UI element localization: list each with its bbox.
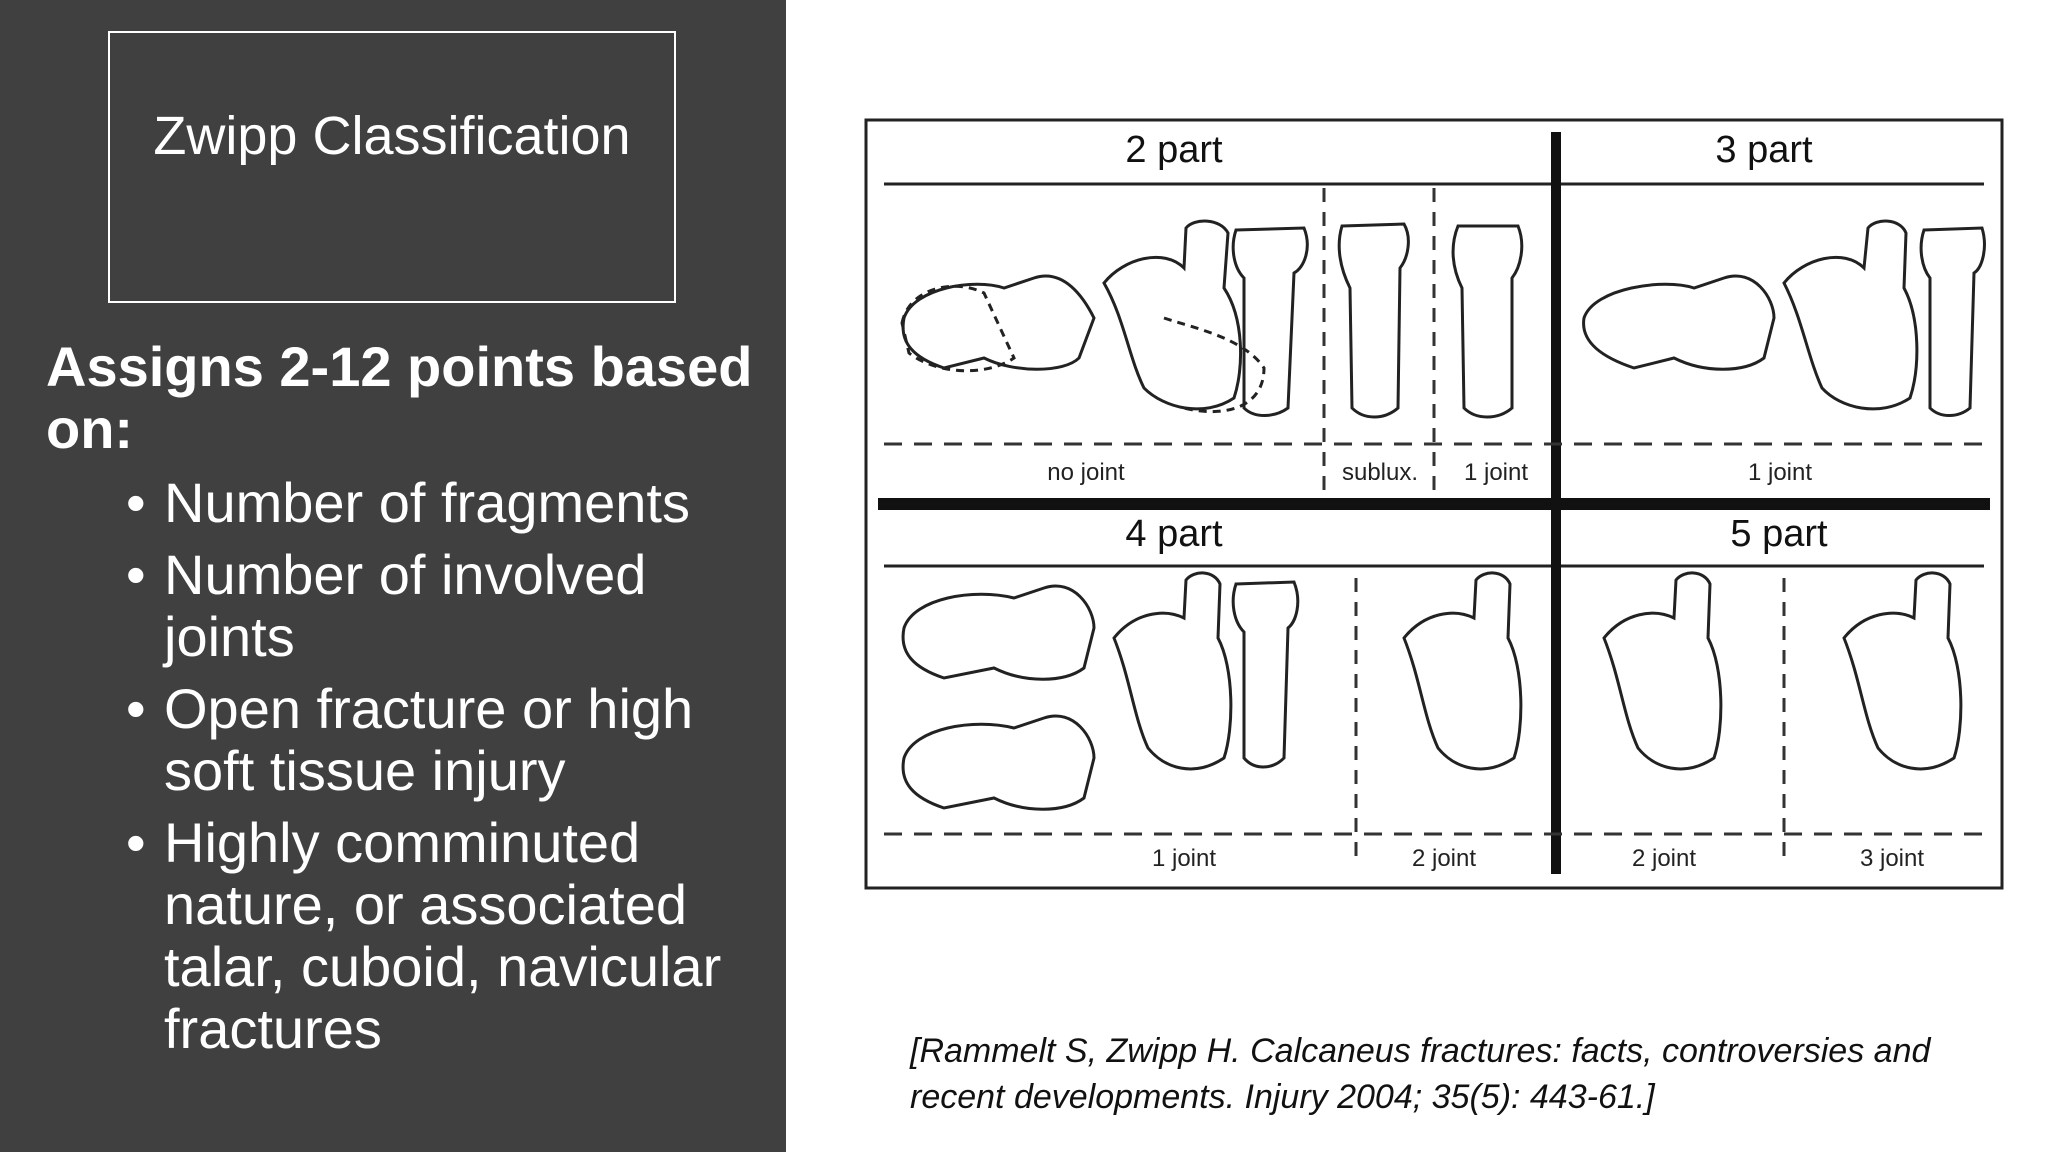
bone-sketch — [901, 274, 1096, 371]
bone-sketch — [1402, 571, 1523, 771]
caption-2-joint: 2 joint — [1632, 845, 1696, 872]
bone-sketch — [1163, 316, 1266, 414]
caption-sublux: sublux. — [1342, 459, 1418, 486]
bone-sketch — [1602, 571, 1723, 771]
title-box: Zwipp Classification — [108, 31, 676, 303]
bullet-dot: • — [126, 471, 146, 534]
bullet-text: Open fracture or high soft tissue injury — [164, 677, 694, 802]
bone-sketch — [1102, 219, 1242, 411]
bone-sketch — [1582, 274, 1776, 371]
caption-2-joint: 2 joint — [1412, 845, 1476, 872]
bullet-item: • Open fracture or high soft tissue injur… — [126, 678, 766, 802]
header-5-part: 5 part — [1730, 513, 1828, 555]
bone-sketch — [1231, 580, 1300, 769]
header-4-part: 4 part — [1125, 513, 1223, 555]
caption-1-joint: 1 joint — [1464, 459, 1528, 486]
bullet-item: • Number of involved joints — [126, 544, 766, 668]
bullet-item: • Highly comminuted nature, or associated… — [126, 812, 766, 1060]
bullet-item: • Number of fragments — [126, 472, 766, 534]
bone-sketch — [1112, 571, 1233, 771]
bone-sketch — [901, 714, 1096, 811]
classification-figure: 2 part 3 part 4 part 5 part no joint sub… — [864, 118, 2004, 890]
bullet-list: • Number of fragments • Number of involved… — [126, 472, 766, 1070]
bullet-dot: • — [126, 677, 146, 740]
header-3-part: 3 part — [1715, 129, 1813, 171]
caption-3-joint: 3 joint — [1860, 845, 1924, 872]
bullet-text: Number of involved joints — [164, 543, 647, 668]
bone-sketch — [901, 584, 1096, 681]
left-panel: Zwipp Classification Assigns 2-12 points… — [0, 0, 786, 1152]
bone-sketch — [1919, 226, 1986, 417]
bone-sketch — [1337, 222, 1410, 419]
bullet-text: Number of fragments — [164, 471, 690, 534]
bullet-dot: • — [126, 543, 146, 606]
bone-sketch — [1842, 571, 1963, 771]
bullet-dot: • — [126, 811, 146, 874]
slide-title: Zwipp Classification — [153, 106, 631, 166]
citation: [Rammelt S, Zwipp H. Calcaneus fractures… — [910, 1032, 1931, 1116]
lead-text: Assigns 2-12 points based on: — [46, 335, 753, 460]
bullet-text: Highly comminuted nature, or associated … — [164, 811, 722, 1060]
bone-sketch — [1451, 224, 1524, 419]
bone-sketches — [900, 219, 1986, 811]
caption-1-joint: 1 joint — [1748, 459, 1812, 486]
bone-sketch — [1782, 219, 1919, 411]
bone-sketch — [1231, 226, 1309, 417]
caption-1-joint: 1 joint — [1152, 845, 1216, 872]
header-2-part: 2 part — [1125, 129, 1223, 171]
bone-sketch — [900, 284, 1016, 373]
caption-no-joint: no joint — [1047, 459, 1125, 486]
